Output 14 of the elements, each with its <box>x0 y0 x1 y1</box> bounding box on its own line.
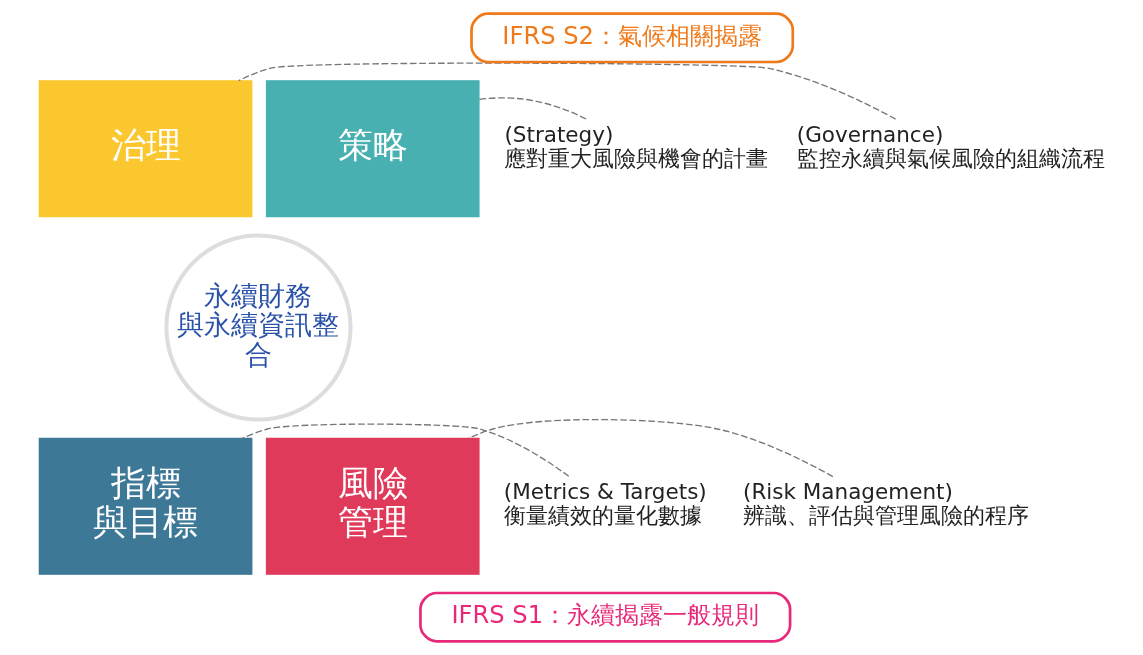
node-text: (Strategy) 應對重大風險與機會的計畫 <box>503 121 768 171</box>
connector <box>237 62 896 120</box>
node-box: IFRS S2：氣候相關揭露 <box>469 12 794 64</box>
node-text: (Risk Management) 辨識、評估與管理風險的程序 <box>742 479 1029 529</box>
node-box: 策略 <box>265 80 480 218</box>
node-box: IFRS S1：永續揭露一般規則 <box>418 591 791 643</box>
node-circle: 永續財務與永續資訊整合 <box>163 233 353 422</box>
connector <box>477 97 587 120</box>
node-box: 風險管理 <box>265 437 480 575</box>
node-text: (Governance) 監控永續與氣候風險的組織流程 <box>796 121 1105 171</box>
connector <box>241 423 569 477</box>
node-box: 指標與目標 <box>38 437 252 575</box>
node-box: 治理 <box>38 80 252 218</box>
node-text: (Metrics & Targets) 衡量績效的量化數據 <box>503 479 707 529</box>
